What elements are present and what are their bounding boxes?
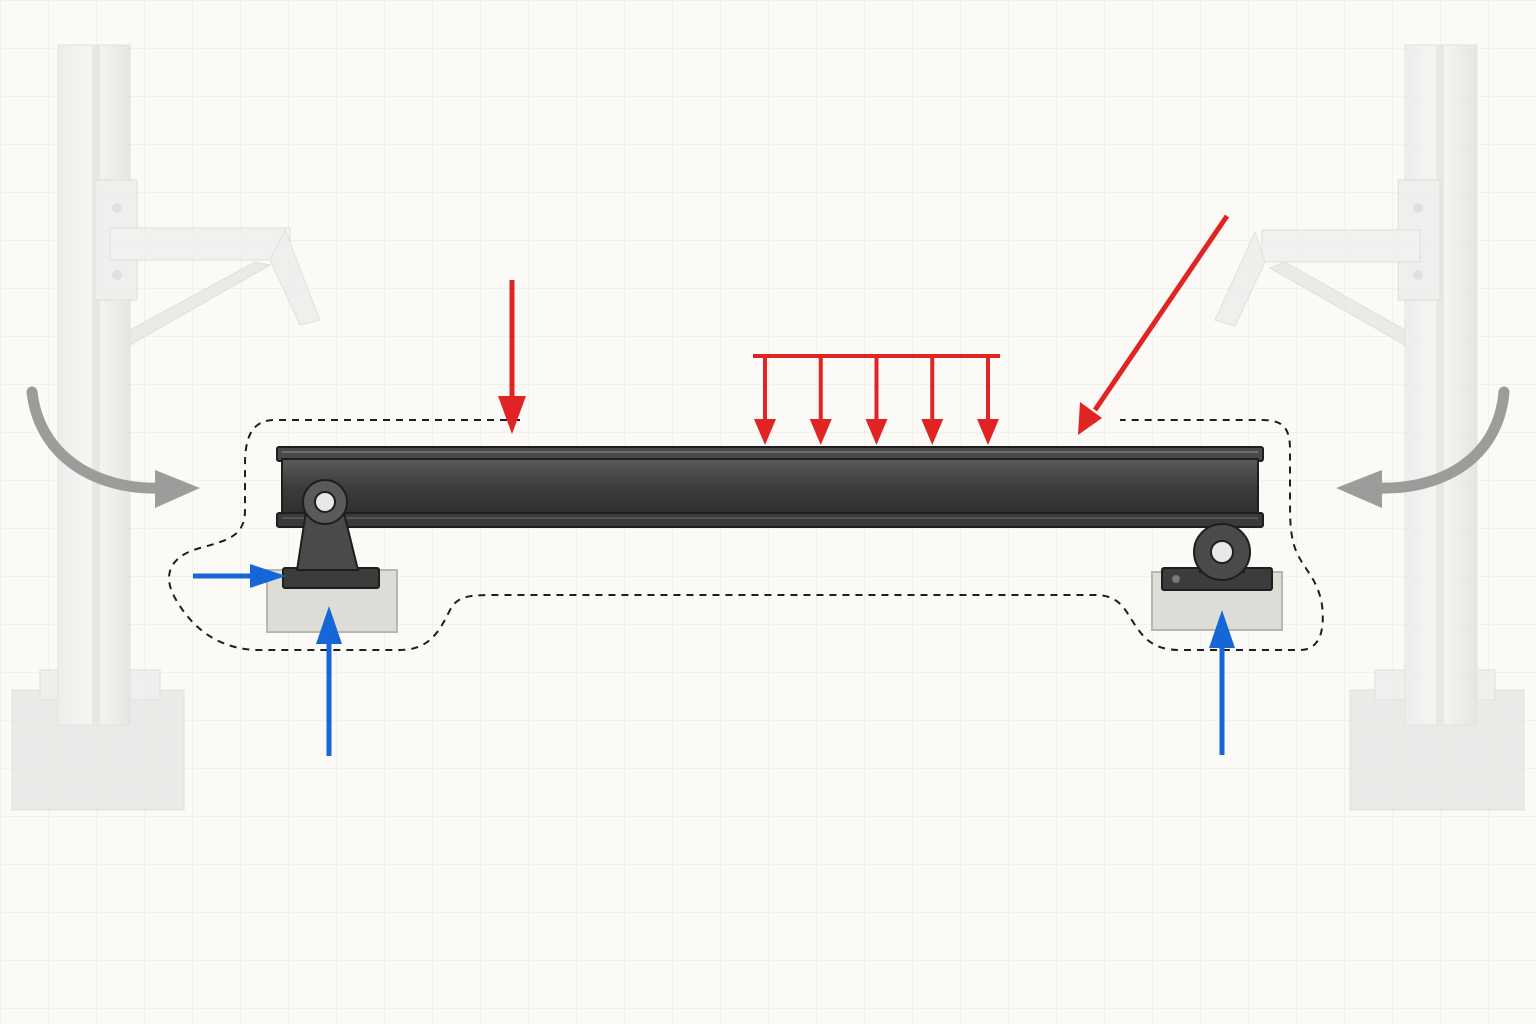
distributed-load-arrow-head [754, 419, 776, 445]
pin-vertical-reaction-arrow [316, 606, 342, 756]
pin-horizontal-reaction-arrow [193, 564, 286, 588]
point-load-arrow [498, 280, 526, 434]
roller-support [1151, 523, 1283, 631]
left-moment-arrow [26, 386, 200, 508]
roller-vertical-reaction-arrow [1209, 610, 1235, 755]
right-moment-arrow [1336, 386, 1510, 508]
i-beam [276, 446, 1264, 528]
inclined-load-arrow [1078, 214, 1230, 435]
pin-support [266, 479, 398, 633]
distributed-load-arrow-head [921, 419, 944, 445]
left-background-column [11, 44, 321, 811]
distributed-load [753, 354, 1000, 445]
distributed-load-arrow-head [809, 419, 832, 445]
dashed-isolation-boundary [168, 419, 1324, 651]
right-background-column [1214, 44, 1525, 811]
distributed-load-arrow-head [865, 419, 888, 445]
distributed-load-arrow-head [977, 419, 999, 445]
